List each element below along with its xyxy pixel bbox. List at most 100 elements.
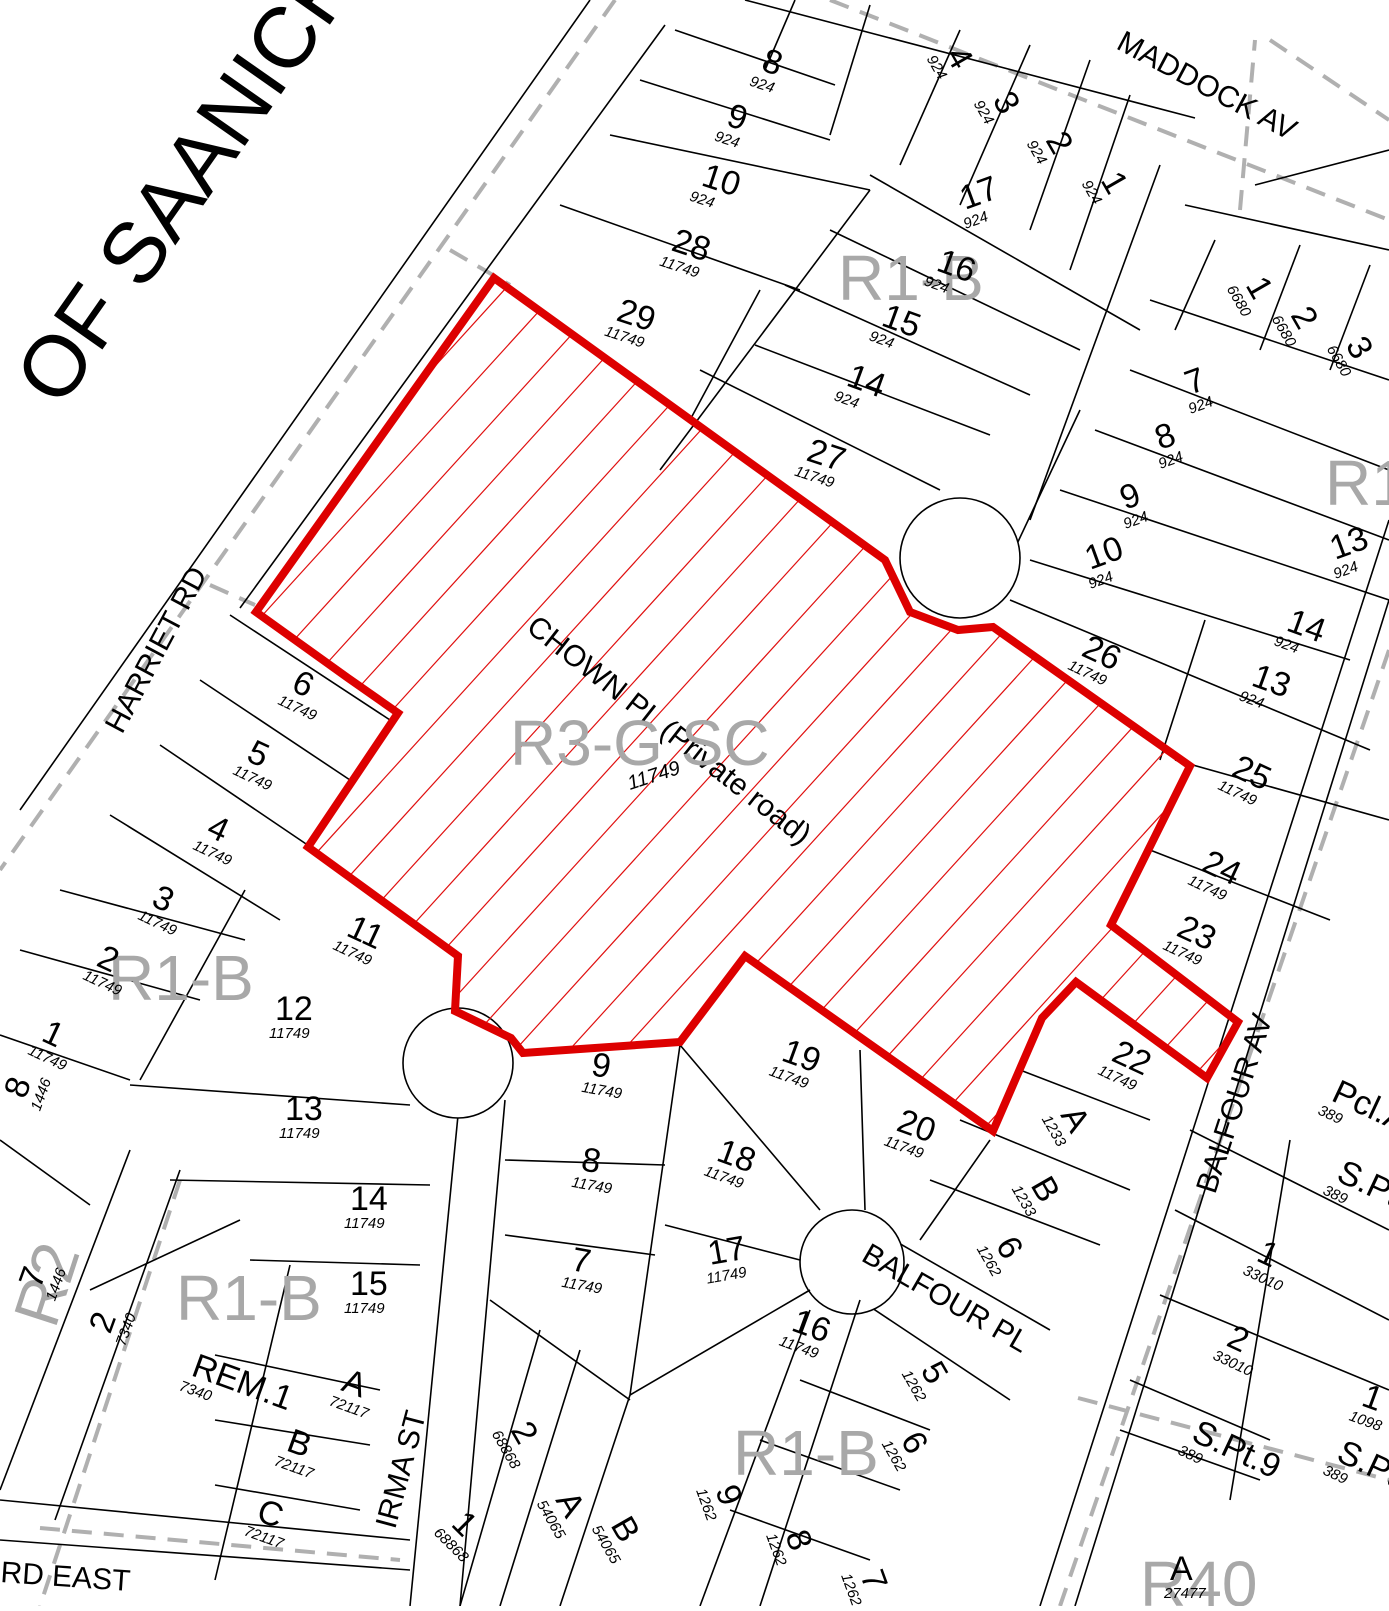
hatch-line bbox=[256, 278, 749, 1131]
site-outline bbox=[250, 272, 1244, 1138]
hatch-line bbox=[256, 278, 641, 1131]
lot-plan-number: 11749 bbox=[344, 1300, 385, 1317]
lot-plan-number: 1446 bbox=[28, 1075, 56, 1113]
lot-number: 15 bbox=[350, 1265, 388, 1303]
lot-plan-number: 11749 bbox=[580, 1079, 624, 1103]
zone-label-r1b-south: R1-B bbox=[733, 1417, 879, 1489]
lot-plan-number: 11749 bbox=[705, 1264, 749, 1288]
hatch-line bbox=[1368, 200, 1389, 1300]
hatch-line bbox=[665, 278, 1238, 1131]
zone-label-r40: R40 bbox=[1140, 1548, 1257, 1606]
site-zone-label: R3-G SC bbox=[510, 707, 770, 779]
lot-plan-number: 924 bbox=[687, 188, 716, 212]
zone-label-r1b-west: R1-B bbox=[108, 942, 254, 1014]
cul-de-sacs bbox=[402, 497, 1021, 1315]
lot-number: Pcl.A bbox=[1327, 1073, 1389, 1141]
lot-plan-number: 11749 bbox=[269, 1025, 310, 1042]
hatch-line bbox=[287, 278, 1238, 1131]
hatch-line bbox=[256, 278, 911, 1131]
lot-plan-number: 924 bbox=[712, 128, 741, 152]
lot-number: S.Pt.9 bbox=[1187, 1413, 1287, 1487]
street-label-harriet: HARRIET RD bbox=[99, 561, 214, 738]
lot-number: 12 bbox=[275, 990, 313, 1028]
zone-label-r1b-north: R1-B bbox=[838, 242, 984, 314]
hatch-line bbox=[881, 278, 1238, 1131]
street-label-balfour-av: BALFOUR AV bbox=[1190, 1010, 1279, 1197]
lot-plan-number: 11749 bbox=[279, 1125, 320, 1142]
lot-number: 14 bbox=[350, 1180, 388, 1218]
lot-labels: 8924992410924492439242924192428117492911… bbox=[0, 40, 1389, 1609]
lot-plan-number: 1098 bbox=[1347, 1408, 1385, 1436]
lot-plan-number: 11749 bbox=[344, 1215, 385, 1232]
zone-label-r1b-southwest: R1-B bbox=[176, 1262, 322, 1334]
hatch-line bbox=[827, 278, 1238, 1131]
lot-plan-number: 7340 bbox=[113, 1310, 141, 1348]
municipality-label: OF SAANICH bbox=[0, 0, 377, 421]
lot-number: A bbox=[1170, 1550, 1193, 1588]
lot-number: 17 bbox=[705, 1229, 749, 1273]
hatch-line bbox=[256, 278, 965, 1131]
street-label-rd-east: RD EAST bbox=[0, 1556, 132, 1598]
lot-plan-number: 924 bbox=[747, 73, 776, 97]
